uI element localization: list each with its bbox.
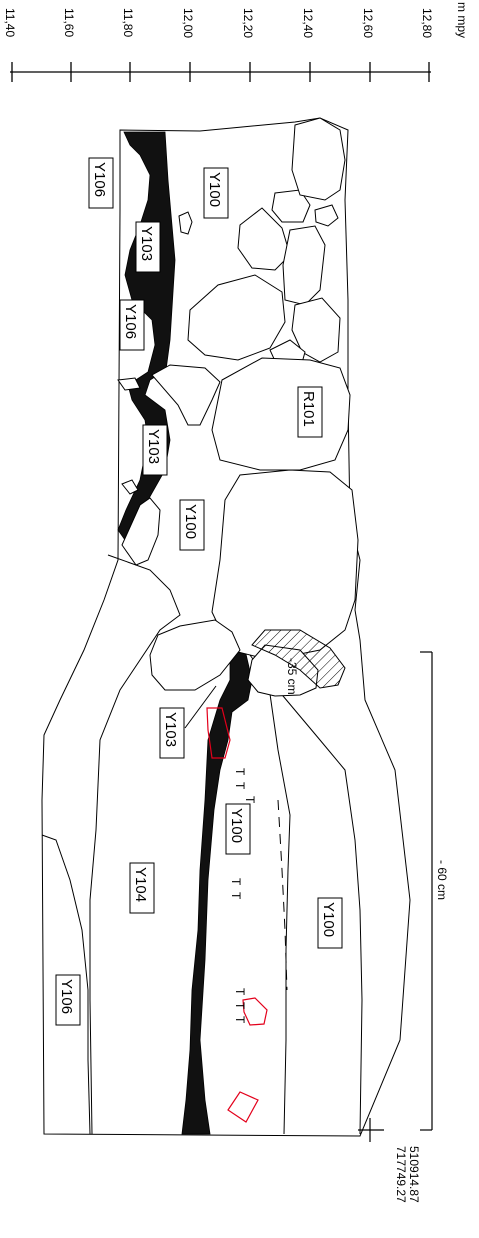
scale-tick-label: 12,00: [181, 8, 195, 38]
y106-low-boundary: [41, 834, 91, 1135]
stone: [121, 497, 161, 566]
y104-boundary: [89, 554, 181, 1135]
t-mark: T: [233, 1002, 247, 1010]
svg-text:Y103: Y103: [145, 429, 162, 464]
y100-dashed-boundary: [277, 799, 288, 991]
stone: [178, 211, 193, 235]
svg-text:Y100: Y100: [182, 504, 199, 539]
scale-tick-label: 12,60: [361, 8, 375, 38]
scale-tick-label: 12,20: [241, 8, 255, 38]
t-marks: T T T T T T T T: [229, 768, 257, 1024]
depth-35-label: -35 cm: [285, 658, 299, 695]
stone: [237, 207, 291, 271]
stone: [151, 364, 221, 426]
layer-label-y100-right[interactable]: Y100: [317, 897, 343, 949]
svg-text:Y106: Y106: [58, 979, 75, 1014]
red-find[interactable]: [227, 1091, 259, 1123]
coordinate-cross-icon: [358, 1118, 384, 1142]
red-find[interactable]: [242, 997, 268, 1026]
layer-label-y100-top[interactable]: Y100: [203, 167, 229, 219]
layer-label-y106-top[interactable]: Y106: [88, 157, 114, 209]
depth-60-bracket: [420, 651, 433, 1131]
stone: [291, 297, 341, 363]
layer-label-r101[interactable]: R101: [297, 386, 323, 438]
t-mark: T: [229, 878, 243, 886]
stone: [187, 274, 286, 361]
section-outline: [41, 117, 411, 1137]
svg-text:R101: R101: [300, 391, 317, 427]
stone: [211, 357, 351, 471]
depth-60-label: - 60 cm: [435, 860, 449, 900]
layer-label-y100-low[interactable]: Y100: [225, 803, 251, 855]
dark-layer-lower: [181, 639, 253, 1135]
stone: [314, 204, 339, 227]
t-mark: T: [233, 1016, 247, 1024]
coordinate-northing: 717749.27: [394, 1146, 408, 1203]
t-mark: T: [233, 988, 247, 996]
svg-text:Y100: Y100: [206, 172, 223, 207]
layer-label-y106-low[interactable]: Y106: [55, 974, 81, 1026]
leader-line: [184, 685, 217, 729]
t-mark: T: [233, 782, 247, 790]
t-mark: T: [229, 892, 243, 900]
t-mark: T: [233, 768, 247, 776]
layer-label-y103-c[interactable]: Y103: [159, 707, 185, 759]
layer-label-y103-b[interactable]: Y103: [142, 424, 168, 476]
layer-label-y104[interactable]: Y104: [129, 862, 155, 914]
scale-tick-label: 12,80: [420, 8, 434, 38]
scale-tick-label: 11,80: [121, 8, 135, 37]
scale-tick-label: 11,60: [62, 8, 76, 37]
svg-text:Y106: Y106: [91, 162, 108, 197]
scale-unit-label: m mpy: [455, 2, 469, 38]
svg-text:Y103: Y103: [138, 226, 155, 261]
red-find[interactable]: [206, 707, 231, 759]
t-mark: T: [243, 796, 257, 804]
stone: [282, 225, 326, 306]
layer-label-y103-a[interactable]: Y103: [135, 221, 161, 273]
stone: [121, 479, 139, 495]
svg-text:Y100: Y100: [228, 808, 245, 843]
scale-tick-label: 11,40: [3, 8, 17, 37]
svg-text:Y100: Y100: [320, 902, 337, 937]
layer-label-y100-mid[interactable]: Y100: [179, 499, 205, 551]
hatched-patch: [251, 629, 346, 689]
stone: [149, 619, 241, 691]
elevation-scale: 11,40 11,60 11,80 12,00 12,20 12,40 12,6…: [3, 2, 469, 82]
stone: [117, 377, 141, 391]
coordinate-easting: 510914.87: [407, 1146, 421, 1203]
svg-text:Y103: Y103: [162, 712, 179, 747]
stone: [291, 117, 346, 201]
y100-upper-boundary: [249, 654, 291, 1135]
scale-tick-label: 12,40: [301, 8, 315, 38]
layer-label-y106-mid[interactable]: Y106: [119, 299, 145, 351]
svg-text:Y104: Y104: [132, 867, 149, 902]
y100-lower-boundary: [277, 689, 363, 1135]
svg-text:Y106: Y106: [122, 304, 139, 339]
